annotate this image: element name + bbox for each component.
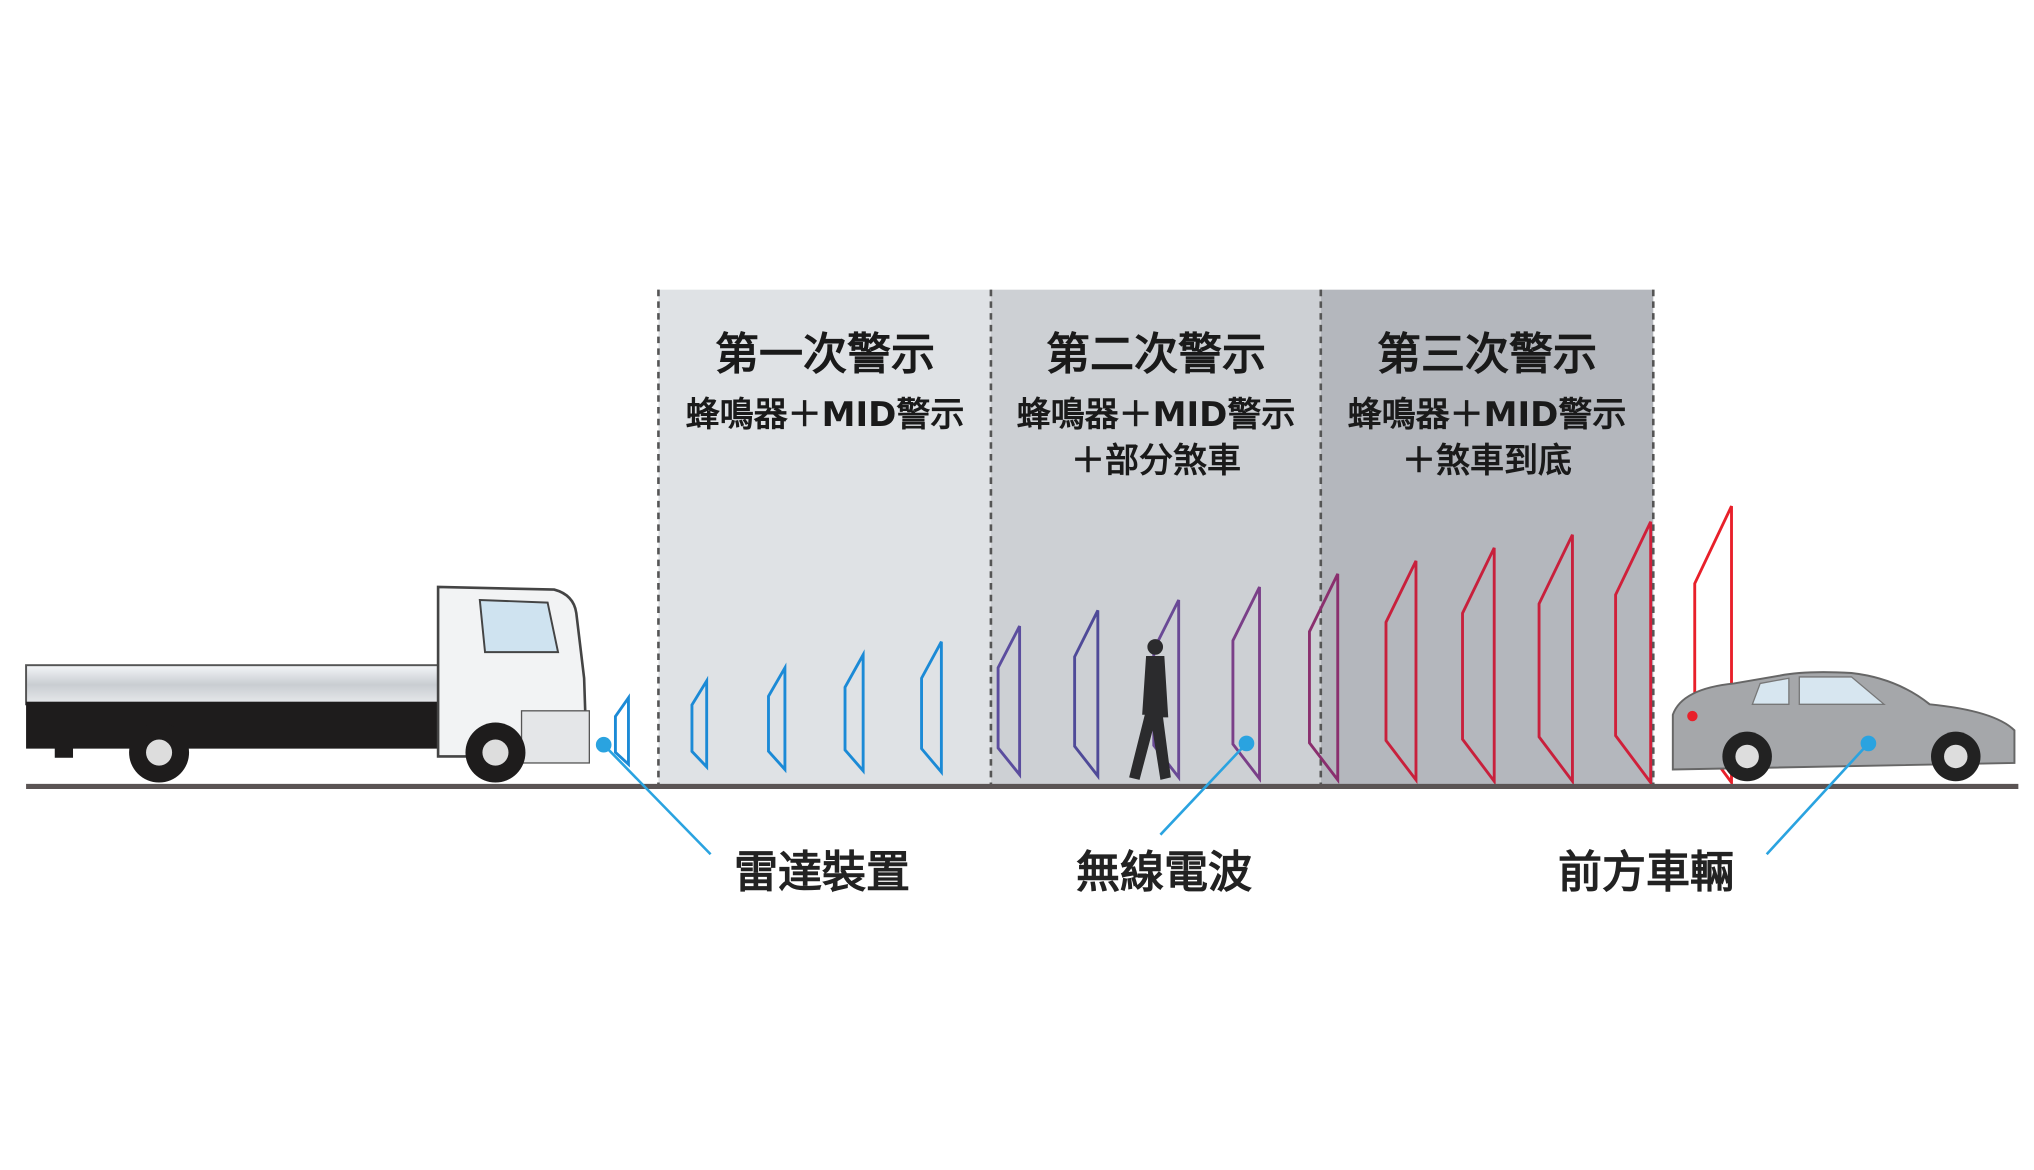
- callout-leaders: [595, 735, 1877, 856]
- stage-1-description: 蜂鳴器＋MID警示: [686, 392, 965, 438]
- radio-waves: [613, 505, 1733, 787]
- stage-2-line-1: 蜂鳴器＋MID警示: [1016, 395, 1296, 435]
- front-vehicle-label: 前方車輛: [1558, 847, 1734, 898]
- radio-wave: [1461, 547, 1496, 786]
- stage-3-line-1: 蜂鳴器＋MID警示: [1347, 395, 1627, 435]
- stage-3-line-2: ＋煞車到底: [1402, 441, 1572, 481]
- stage-1-zone: [658, 289, 991, 786]
- radar-label: 雷達裝置: [734, 847, 910, 898]
- radio-wave: [920, 641, 943, 777]
- stage-1-line-1: 蜂鳴器＋MID警示: [685, 395, 965, 435]
- zone-dividers: [657, 289, 1655, 786]
- stage-1-title: 第一次警示: [715, 329, 935, 380]
- stage-2-title: 第二次警示: [1046, 329, 1266, 380]
- stage-3-title: 第三次警示: [1377, 329, 1597, 380]
- radio-wave: [690, 675, 709, 771]
- radio-wave-label: 無線電波: [1076, 847, 1252, 898]
- stage-2-line-2: ＋部分煞車: [1071, 441, 1241, 481]
- radio-wave: [1384, 560, 1418, 785]
- radio-wave: [1614, 521, 1653, 787]
- truck-illustration: [25, 585, 590, 783]
- radio-wave: [843, 649, 865, 775]
- radio-wave: [613, 693, 630, 768]
- pedestrian-illustration: [1129, 639, 1171, 780]
- radio-wave: [1308, 573, 1340, 785]
- front-vehicle-illustration: [1671, 671, 2016, 782]
- radio-wave: [1231, 586, 1261, 783]
- radio-wave: [1537, 534, 1574, 786]
- radio-wave: [996, 625, 1022, 779]
- stage-2-description: 蜂鳴器＋MID警示 ＋部分煞車: [1017, 392, 1296, 484]
- stage-3-zone: [1320, 289, 1654, 786]
- stage-3-description: 蜂鳴器＋MID警示 ＋煞車到底: [1348, 392, 1627, 484]
- radio-wave: [1152, 599, 1181, 782]
- radio-wave: [767, 662, 787, 774]
- radio-wave: [1073, 609, 1100, 781]
